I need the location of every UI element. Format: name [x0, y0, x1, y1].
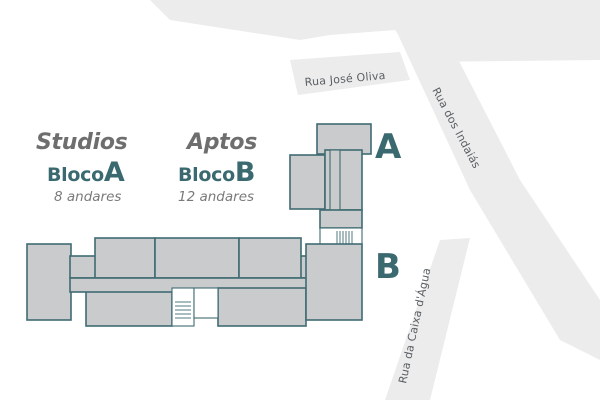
block-a-category: Studios	[36, 130, 128, 155]
stair-core-a-b	[319, 227, 363, 249]
road-top-wide	[150, 0, 600, 62]
block-b-prefix: Bloco	[178, 164, 235, 186]
map-label-b: B	[375, 247, 401, 287]
block-a-title: BlocoA	[47, 157, 125, 188]
stair-core-b	[171, 287, 219, 327]
block-b-floors: 12 andares	[178, 189, 255, 205]
block-a-letter: A	[103, 157, 125, 188]
block-a-floors: 8 andares	[54, 189, 122, 205]
road-jose-oliva	[290, 52, 410, 95]
roads	[150, 0, 600, 400]
block-a-prefix: Bloco	[47, 164, 104, 186]
building-bloco-b	[26, 237, 363, 327]
block-b-title: BlocoB	[178, 157, 255, 188]
map-label-a: A	[375, 127, 402, 167]
road-indaias	[395, 24, 600, 360]
block-b-letter: B	[234, 157, 256, 188]
block-b-category: Aptos	[187, 130, 258, 155]
building-bloco-a	[289, 123, 372, 229]
road-caixa-dagua	[385, 238, 470, 400]
